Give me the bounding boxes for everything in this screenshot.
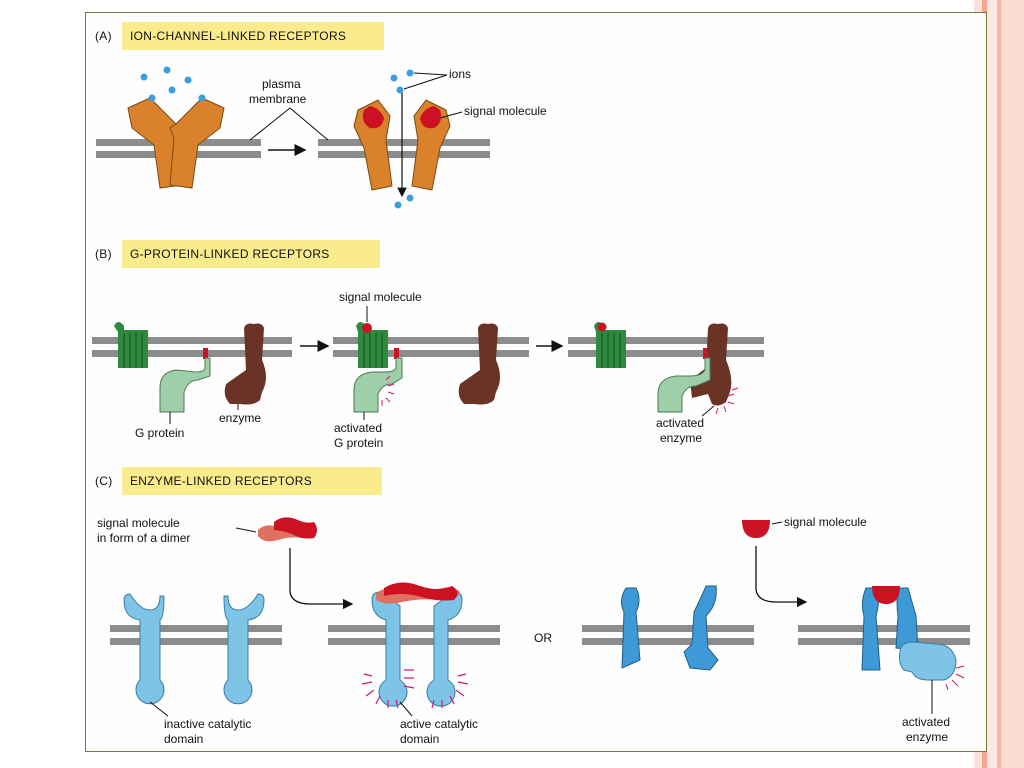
panel-b: (B) G-PROTEIN-LINKED RECEPTORS G protein… [92, 240, 764, 450]
enzyme-receptor-inactive-1 [123, 593, 165, 705]
activated-enzyme-leader-b [701, 405, 715, 417]
membrane-c-3 [582, 625, 754, 645]
activated-enzyme-label-c-1: activated [902, 715, 950, 729]
g-protein-anchor [394, 348, 399, 359]
ions-label: ions [449, 67, 471, 81]
split-receptor-active [861, 586, 957, 681]
stripe [987, 0, 997, 768]
signal-molecule-bound [597, 322, 607, 332]
signal-molecule-label-b: signal molecule [339, 290, 422, 304]
signal-molecule-bound [420, 106, 442, 129]
enzyme-receptor-active [371, 582, 463, 707]
membrane-b-3 [568, 337, 764, 357]
panel-a: (A) ION-CHANNEL-LINKED RECEPTORS plasma … [95, 22, 547, 209]
ion-channel-open [353, 99, 451, 191]
panel-c: (C) ENZYME-LINKED RECEPTORS signal molec… [95, 467, 970, 746]
enzyme-activated [690, 323, 732, 406]
active-domain-label-1: active catalytic [400, 717, 478, 731]
g-protein-inactive [159, 357, 211, 413]
ion-channel-closed [127, 97, 225, 189]
active-domain-leader [399, 701, 413, 717]
arrow-c-2 [755, 546, 808, 608]
plasma-membrane-label-2: membrane [249, 92, 307, 106]
or-label: OR [534, 631, 552, 645]
activated-g-protein-label-1: activated [334, 421, 382, 435]
panel-a-letter: (A) [95, 29, 112, 43]
arrow-c-1 [289, 548, 354, 610]
membrane-b-2 [333, 337, 529, 357]
signal-molecule-monomer [742, 520, 770, 538]
plasma-membrane-label-1: plasma [262, 77, 301, 91]
activation-spikes [945, 665, 965, 691]
signal-dimer [258, 517, 317, 542]
membrane-b-1 [92, 337, 292, 357]
membrane-c-2 [328, 625, 500, 645]
membrane-c-4 [798, 625, 970, 645]
membrane-a-right [318, 139, 490, 158]
panel-b-title: G-PROTEIN-LINKED RECEPTORS [130, 247, 330, 261]
signal-molecule-label-c: signal molecule [784, 515, 867, 529]
g-receptor-inactive [114, 322, 148, 368]
activation-spikes [715, 387, 739, 415]
signal-dimer-label-2: in form of a dimer [97, 531, 190, 545]
g-protein-bound [657, 357, 711, 413]
stripe [997, 0, 1001, 768]
inactive-domain-label-2: domain [164, 732, 203, 746]
inactive-domain-leader [149, 701, 169, 717]
signal-molecule-bound [362, 106, 384, 129]
ions-before [140, 66, 206, 102]
inactive-domain-label-1: inactive catalytic [164, 717, 251, 731]
panel-c-title: ENZYME-LINKED RECEPTORS [130, 474, 312, 488]
active-domain-label-2: domain [400, 732, 439, 746]
split-receptor-inactive [620, 585, 719, 671]
g-receptor-active [356, 322, 388, 368]
enzyme-label: enzyme [219, 411, 261, 425]
activation-spikes [381, 375, 395, 406]
enzyme-inactive [458, 323, 500, 405]
g-protein-activated [353, 357, 403, 413]
activated-enzyme-label-b-1: activated [656, 416, 704, 430]
ions-after [390, 69, 414, 209]
panel-c-header-box [122, 467, 382, 495]
signal-dimer-label-1: signal molecule [97, 516, 180, 530]
signal-molecule-label-a: signal molecule [464, 104, 547, 118]
g-receptor-after [594, 322, 626, 368]
panel-a-header-box [122, 22, 384, 50]
signal-molecule-leader-a [439, 111, 463, 119]
activated-enzyme-label-c-2: enzyme [906, 730, 948, 744]
panel-c-letter: (C) [95, 474, 113, 488]
panel-b-letter: (B) [95, 247, 112, 261]
signal-molecule-bound [362, 323, 372, 333]
membrane-c-1 [110, 625, 282, 645]
g-protein-anchor [203, 348, 208, 359]
signal-dimer-leader [235, 527, 257, 533]
g-protein-label: G protein [135, 426, 184, 440]
activated-g-protein-label-2: G protein [334, 436, 383, 450]
panel-b-header-box [122, 240, 380, 268]
ions-leader [403, 72, 448, 90]
enzyme-receptor-inactive-2 [223, 593, 265, 705]
plasma-membrane-leader [249, 107, 329, 141]
g-protein-anchor [703, 348, 708, 359]
enzyme-inactive [224, 323, 266, 405]
activated-enzyme-label-b-2: enzyme [660, 431, 702, 445]
stripe [1001, 0, 1024, 768]
panel-a-title: ION-CHANNEL-LINKED RECEPTORS [130, 29, 346, 43]
signal-molecule-leader-c [771, 521, 783, 525]
activation-spikes [361, 669, 469, 709]
